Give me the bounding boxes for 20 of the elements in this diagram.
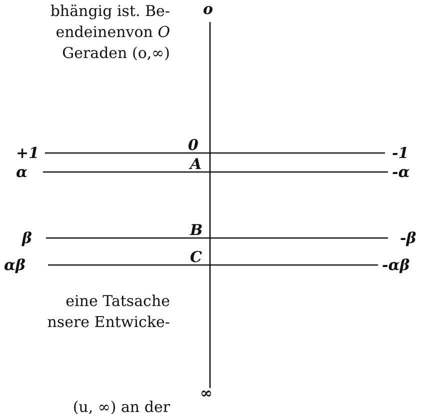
point-label: B	[190, 221, 203, 239]
line-end-label: +1	[16, 144, 40, 162]
line-end-label: -1	[392, 144, 409, 162]
point-label: 0	[188, 136, 198, 154]
line-end-label: α	[16, 163, 28, 181]
point-label: ∞	[200, 384, 212, 402]
line-end-label: -α	[392, 163, 410, 181]
point-label: A	[190, 155, 202, 173]
text-fragment: Geraden (o,∞)	[61, 44, 170, 62]
text-fragment: eine Tatsache	[64, 292, 170, 310]
line-end-label: αβ	[4, 256, 26, 274]
point-label: o	[203, 0, 214, 18]
text-fragment: (u, ∞) an der	[72, 398, 170, 414]
text-fragment: bhängig ist. Be-	[49, 2, 170, 20]
text-fragment: nsere Entwicke-	[46, 313, 170, 331]
line-end-label: -β	[400, 229, 416, 247]
line-end-label: -αβ	[382, 256, 410, 274]
point-label: C	[190, 248, 202, 266]
line-end-label: β	[22, 229, 32, 247]
text-fragment: endeinenvon O	[54, 23, 170, 41]
